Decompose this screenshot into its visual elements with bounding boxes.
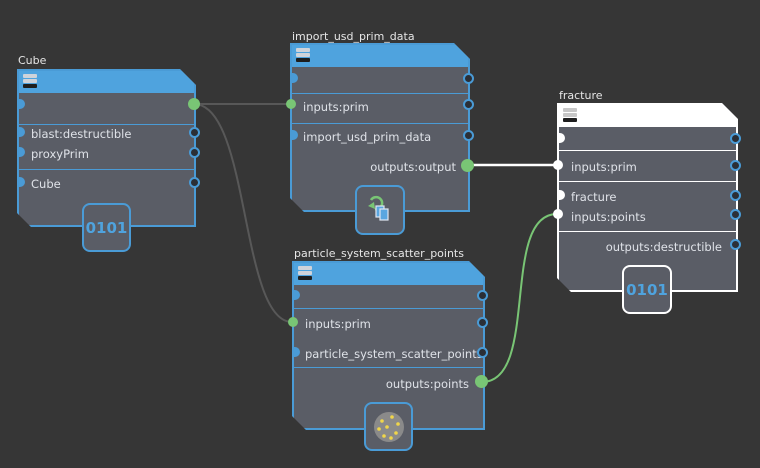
- port-label: inputs:prim: [571, 160, 637, 174]
- port-label: inputs:points: [571, 210, 646, 224]
- output-port[interactable]: [463, 73, 474, 84]
- output-port[interactable]: [730, 160, 741, 171]
- binary-data-badge[interactable]: 0101: [622, 265, 672, 314]
- divider: [294, 367, 483, 368]
- port-label: import_usd_prim_data: [303, 130, 432, 144]
- output-port[interactable]: [189, 177, 200, 188]
- port-label: outputs:destructible: [605, 240, 722, 254]
- port-label: outputs:output: [370, 160, 456, 174]
- binary-data-badge[interactable]: 0101: [82, 203, 131, 252]
- port-label: inputs:prim: [305, 317, 371, 331]
- output-port-connected[interactable]: [475, 375, 488, 388]
- output-port[interactable]: [477, 290, 488, 301]
- output-port[interactable]: [477, 317, 488, 328]
- import-prim-icon: [368, 195, 389, 221]
- wire-scatter-to-fracture: [481, 213, 558, 383]
- divider: [292, 123, 468, 124]
- node-title: Cube: [18, 54, 47, 67]
- port-label: fracture: [571, 190, 617, 204]
- divider: [559, 150, 736, 151]
- node-title: particle_system_scatter_points: [294, 247, 464, 260]
- hamburger-icon[interactable]: [296, 48, 310, 64]
- input-port-connected[interactable]: [286, 99, 296, 109]
- output-port[interactable]: [730, 190, 741, 201]
- output-port[interactable]: [189, 127, 200, 138]
- output-port-connected[interactable]: [461, 159, 474, 172]
- input-port[interactable]: [17, 177, 25, 187]
- port-label: particle_system_scatter_points: [305, 347, 483, 361]
- input-port[interactable]: [17, 147, 25, 157]
- scatter-points-icon: [373, 411, 404, 442]
- node-fracture[interactable]: inputs:prim fracture inputs:points outpu…: [557, 103, 738, 292]
- input-port[interactable]: [290, 130, 298, 140]
- scatter-points-icon[interactable]: [364, 402, 413, 451]
- divider: [559, 181, 736, 182]
- input-port-connected[interactable]: [288, 317, 298, 327]
- hamburger-icon[interactable]: [23, 74, 37, 90]
- output-port[interactable]: [730, 133, 741, 144]
- input-port-connected[interactable]: [553, 160, 563, 170]
- output-port[interactable]: [463, 99, 474, 110]
- node-header[interactable]: [19, 71, 194, 93]
- port-label: inputs:prim: [303, 100, 369, 114]
- input-port[interactable]: [290, 73, 298, 83]
- input-port[interactable]: [292, 347, 300, 357]
- wire-cube-to-scatter: [193, 103, 293, 323]
- divider: [19, 169, 194, 170]
- node-title: import_usd_prim_data: [292, 30, 415, 43]
- input-port[interactable]: [557, 133, 565, 143]
- input-port[interactable]: [17, 127, 25, 137]
- output-port[interactable]: [730, 239, 741, 250]
- import-prim-icon[interactable]: [355, 185, 405, 235]
- node-cube[interactable]: blast:destructible proxyPrim Cube: [17, 69, 196, 227]
- node-header[interactable]: [294, 263, 483, 285]
- port-label: proxyPrim: [31, 147, 89, 161]
- node-particle-system-scatter-points[interactable]: inputs:prim particle_system_scatter_poin…: [292, 261, 485, 430]
- divider: [292, 93, 468, 94]
- output-port-connected[interactable]: [188, 98, 200, 110]
- divider: [19, 124, 194, 125]
- output-port[interactable]: [463, 130, 474, 141]
- port-label: blast:destructible: [31, 127, 132, 141]
- input-port[interactable]: [17, 99, 25, 109]
- output-port[interactable]: [477, 347, 488, 358]
- divider: [294, 308, 483, 309]
- output-port[interactable]: [730, 209, 741, 220]
- port-label: outputs:points: [385, 377, 469, 391]
- node-header[interactable]: [292, 45, 468, 67]
- input-port[interactable]: [557, 190, 565, 200]
- input-port-connected[interactable]: [553, 209, 563, 219]
- port-label: Cube: [31, 177, 61, 191]
- hamburger-icon[interactable]: [298, 266, 312, 282]
- input-port[interactable]: [292, 290, 300, 300]
- divider: [559, 231, 736, 232]
- output-port[interactable]: [189, 147, 200, 158]
- node-title: fracture: [559, 89, 603, 102]
- hamburger-icon[interactable]: [563, 108, 577, 124]
- node-header[interactable]: [559, 105, 736, 127]
